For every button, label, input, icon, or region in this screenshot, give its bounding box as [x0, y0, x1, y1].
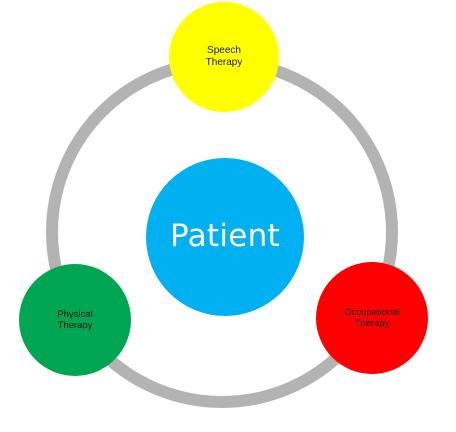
- physical-therapy-label: Physical Therapy: [57, 308, 93, 331]
- occupational-therapy-circle: Occupational Therapy: [316, 262, 428, 374]
- patient-label: Patient: [169, 218, 281, 255]
- physical-therapy-circle: Physical Therapy: [19, 264, 131, 376]
- patient-circle: Patient: [146, 158, 304, 316]
- occupational-therapy-label: Occupational Therapy: [344, 306, 400, 329]
- speech-therapy-label: Speech Therapy: [205, 45, 243, 68]
- speech-therapy-circle: Speech Therapy: [169, 2, 279, 112]
